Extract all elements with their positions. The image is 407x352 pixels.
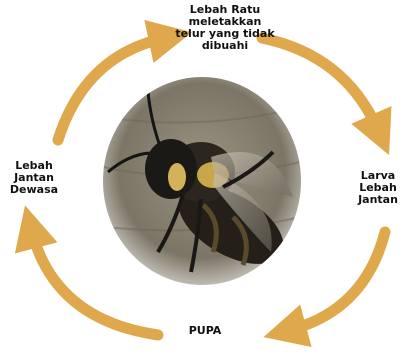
stage-adult-line-3: Dewasa	[2, 184, 66, 196]
stage-queen-line-4: dibuahi	[160, 40, 290, 52]
stage-drone-larva: Larva Lebah Jantan	[348, 170, 407, 206]
stage-pupa: PUPA	[170, 325, 240, 337]
bee-photo	[103, 77, 301, 285]
stage-queen-lays-eggs: Lebah Ratu meletakkan telur yang tidak d…	[160, 4, 290, 52]
stage-larva-line-3: Jantan	[348, 194, 407, 206]
arrow-larva-to-pupa	[290, 232, 385, 330]
stage-pupa-line-1: PUPA	[170, 325, 240, 337]
stage-adult-drone: Lebah Jantan Dewasa	[2, 160, 66, 196]
